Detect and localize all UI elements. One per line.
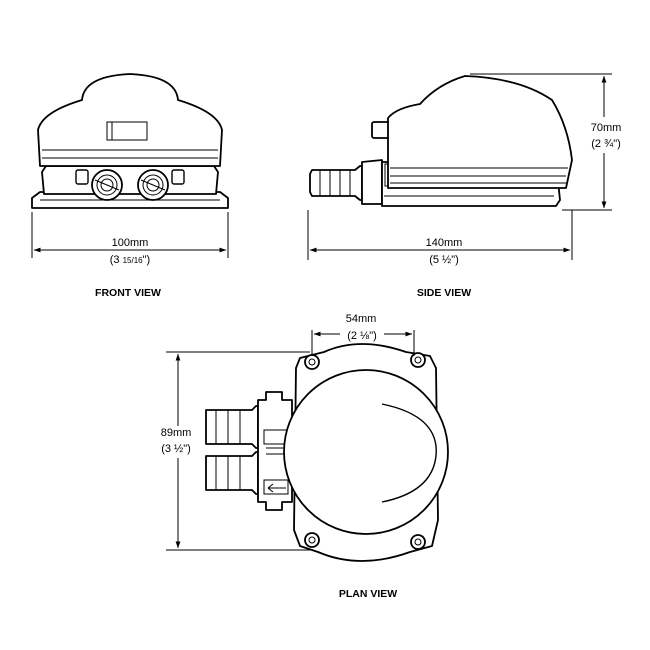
front-view-drawing — [31, 73, 229, 209]
side-length-inches: (5 ½") — [429, 254, 459, 266]
side-height-inches: (2 ¾") — [591, 138, 621, 150]
side-length-dimension — [307, 210, 573, 260]
plan-depth-mm: 89mm — [161, 427, 192, 439]
front-width-mm: 100mm — [112, 237, 149, 249]
plan-mount-inches: (2 ⅛") — [347, 330, 377, 342]
plan-depth-inches: (3 ½") — [161, 443, 191, 455]
front-width-inches: (3 15/16") — [110, 254, 150, 266]
side-length-mm: 140mm — [426, 237, 463, 249]
plan-view-label: PLAN VIEW — [339, 588, 397, 600]
side-view-label: SIDE VIEW — [417, 287, 471, 299]
side-view-drawing — [309, 75, 573, 207]
plan-mount-mm: 54mm — [346, 313, 377, 325]
plan-view-drawing — [205, 343, 449, 562]
side-height-mm: 70mm — [591, 122, 622, 134]
front-view-label: FRONT VIEW — [95, 287, 161, 299]
front-width-dimension — [31, 212, 229, 258]
